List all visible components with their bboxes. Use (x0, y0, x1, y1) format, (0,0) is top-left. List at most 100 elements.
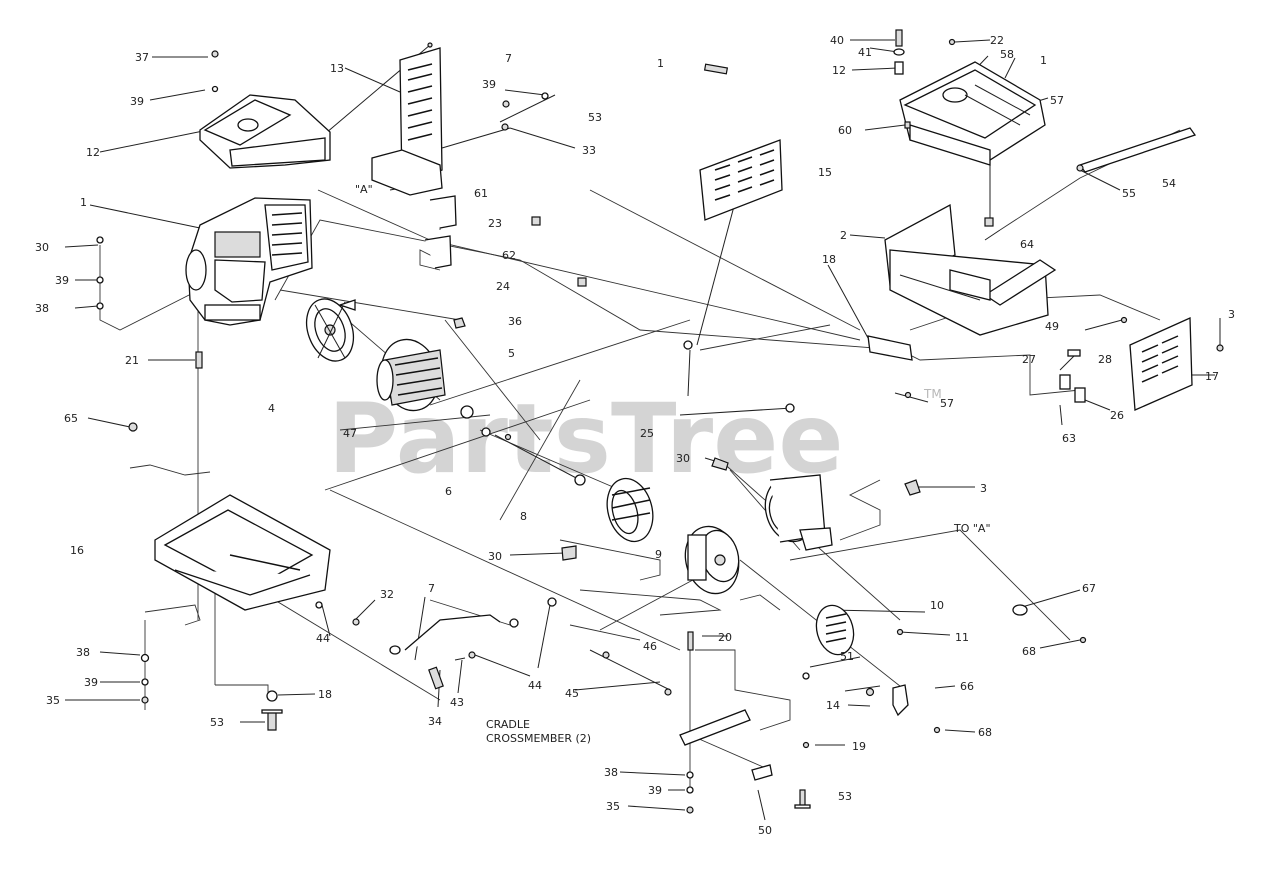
part-vent-panel-15 (699, 139, 783, 221)
callout-22: 22 (990, 34, 1004, 47)
part-engine-1 (185, 197, 313, 326)
part-screw-7-top (427, 42, 433, 48)
part-nut-38b (140, 653, 150, 663)
part-air-cleaner-cover-12 (199, 94, 331, 169)
part-nut-33 (501, 123, 509, 131)
part-crossmember (679, 709, 751, 746)
part-washer-30 (96, 236, 104, 244)
part-cap-3 (904, 479, 921, 496)
callout-38: 38 (35, 302, 49, 315)
callout-1: 1 (80, 196, 87, 209)
part-heat-shield-13 (371, 47, 443, 196)
callout-18: 18 (822, 253, 836, 266)
callout-36: 36 (508, 315, 522, 328)
callout-32: 32 (380, 588, 394, 601)
part-bolt-35a (141, 696, 149, 704)
callout-15: 15 (818, 166, 832, 179)
callout-17: 17 (1205, 370, 1219, 383)
callout-19: 19 (852, 740, 866, 753)
part-nut-44a (315, 601, 323, 609)
part-screw-68a (1079, 636, 1087, 644)
callout-30b: 30 (676, 452, 690, 465)
part-rod-45 (589, 649, 671, 691)
callout-7: 7 (505, 52, 512, 65)
callout-50b: 50 (758, 824, 772, 837)
callout-57b: 57 (940, 397, 954, 410)
callout-41: 41 (858, 46, 872, 59)
callout-44: 44 (316, 632, 330, 645)
callout-62: 62 (502, 249, 516, 262)
part-bracket-62 (424, 235, 452, 269)
part-bearing-8 (574, 474, 586, 486)
part-block-26 (1074, 387, 1086, 403)
part-block-27 (1059, 374, 1071, 390)
part-nut-65 (128, 422, 138, 432)
part-bracket-66 (892, 684, 909, 717)
part-nut-23 (531, 216, 541, 226)
callout-21: 21 (125, 354, 139, 367)
callout-6: 6 (445, 485, 452, 498)
part-washer-25a (683, 340, 693, 350)
part-bolt-21 (195, 351, 203, 369)
part-screw-top-right (1120, 316, 1128, 324)
callout-33: 33 (582, 144, 596, 157)
callout-8: 8 (520, 510, 527, 523)
part-cover-10 (815, 604, 855, 656)
part-rotor-bolt (494, 434, 581, 481)
part-nut-37 (211, 50, 219, 58)
callout-labels: 37 39 12 13 7 39 53 33 "A" 61 23 62 24 1… (35, 34, 1235, 837)
callout-10: 10 (930, 599, 944, 612)
part-clip-60 (904, 121, 911, 129)
callout-39d: 39 (84, 676, 98, 689)
callout-3a: 3 (1228, 308, 1235, 321)
callout-14: 14 (826, 699, 840, 712)
part-nut-44b (547, 597, 557, 607)
callout-26: 26 (1110, 409, 1124, 422)
callout-39c: 39 (55, 274, 69, 287)
callout-53b: 53 (210, 716, 224, 729)
part-washer-18b (266, 690, 278, 702)
callout-11: 11 (955, 631, 969, 644)
callout-7b: 7 (428, 582, 435, 595)
callout-28: 28 (1098, 353, 1112, 366)
callout-68b: 68 (978, 726, 992, 739)
callout-53: 53 (588, 111, 602, 124)
callout-35: 35 (46, 694, 60, 707)
part-screw-22 (948, 38, 956, 46)
callout-16: 16 (70, 544, 84, 557)
callout-to-a: TO "A" (953, 522, 991, 535)
part-washer-39d (141, 678, 149, 686)
part-grommet-67 (1012, 604, 1028, 616)
part-bolt-34 (428, 666, 444, 690)
part-fan-4 (305, 298, 355, 362)
part-washer-41 (893, 48, 905, 56)
part-end-bell (764, 474, 833, 551)
callout-47: 47 (343, 427, 357, 440)
part-rotor-5 (376, 338, 446, 412)
callout-20: 20 (718, 631, 732, 644)
callout-55: 55 (1122, 187, 1136, 200)
callout-45: 45 (565, 687, 579, 700)
callout-9: 9 (655, 548, 662, 561)
callout-30c: 30 (488, 550, 502, 563)
callout-40: 40 (830, 34, 844, 47)
callout-38c: 38 (604, 766, 618, 779)
callout-65: 65 (64, 412, 78, 425)
callout-64: 64 (1020, 238, 1034, 251)
callout-38b: 38 (76, 646, 90, 659)
part-bracket-18 (867, 335, 913, 361)
part-screw-53 (541, 92, 549, 100)
part-washer-39e (686, 786, 694, 794)
part-washer-39c (96, 276, 104, 284)
part-frame-2 (884, 203, 1057, 336)
part-bracket-30c (561, 545, 577, 561)
part-bearing-47 (460, 405, 474, 419)
part-nut-7 (352, 618, 360, 626)
part-screw-13 (802, 741, 810, 749)
callout-39: 39 (130, 95, 144, 108)
part-washer-25b (785, 403, 795, 413)
part-bolt-40 (895, 29, 903, 47)
callout-5: 5 (508, 347, 515, 360)
callout-51: 51 (840, 650, 854, 663)
